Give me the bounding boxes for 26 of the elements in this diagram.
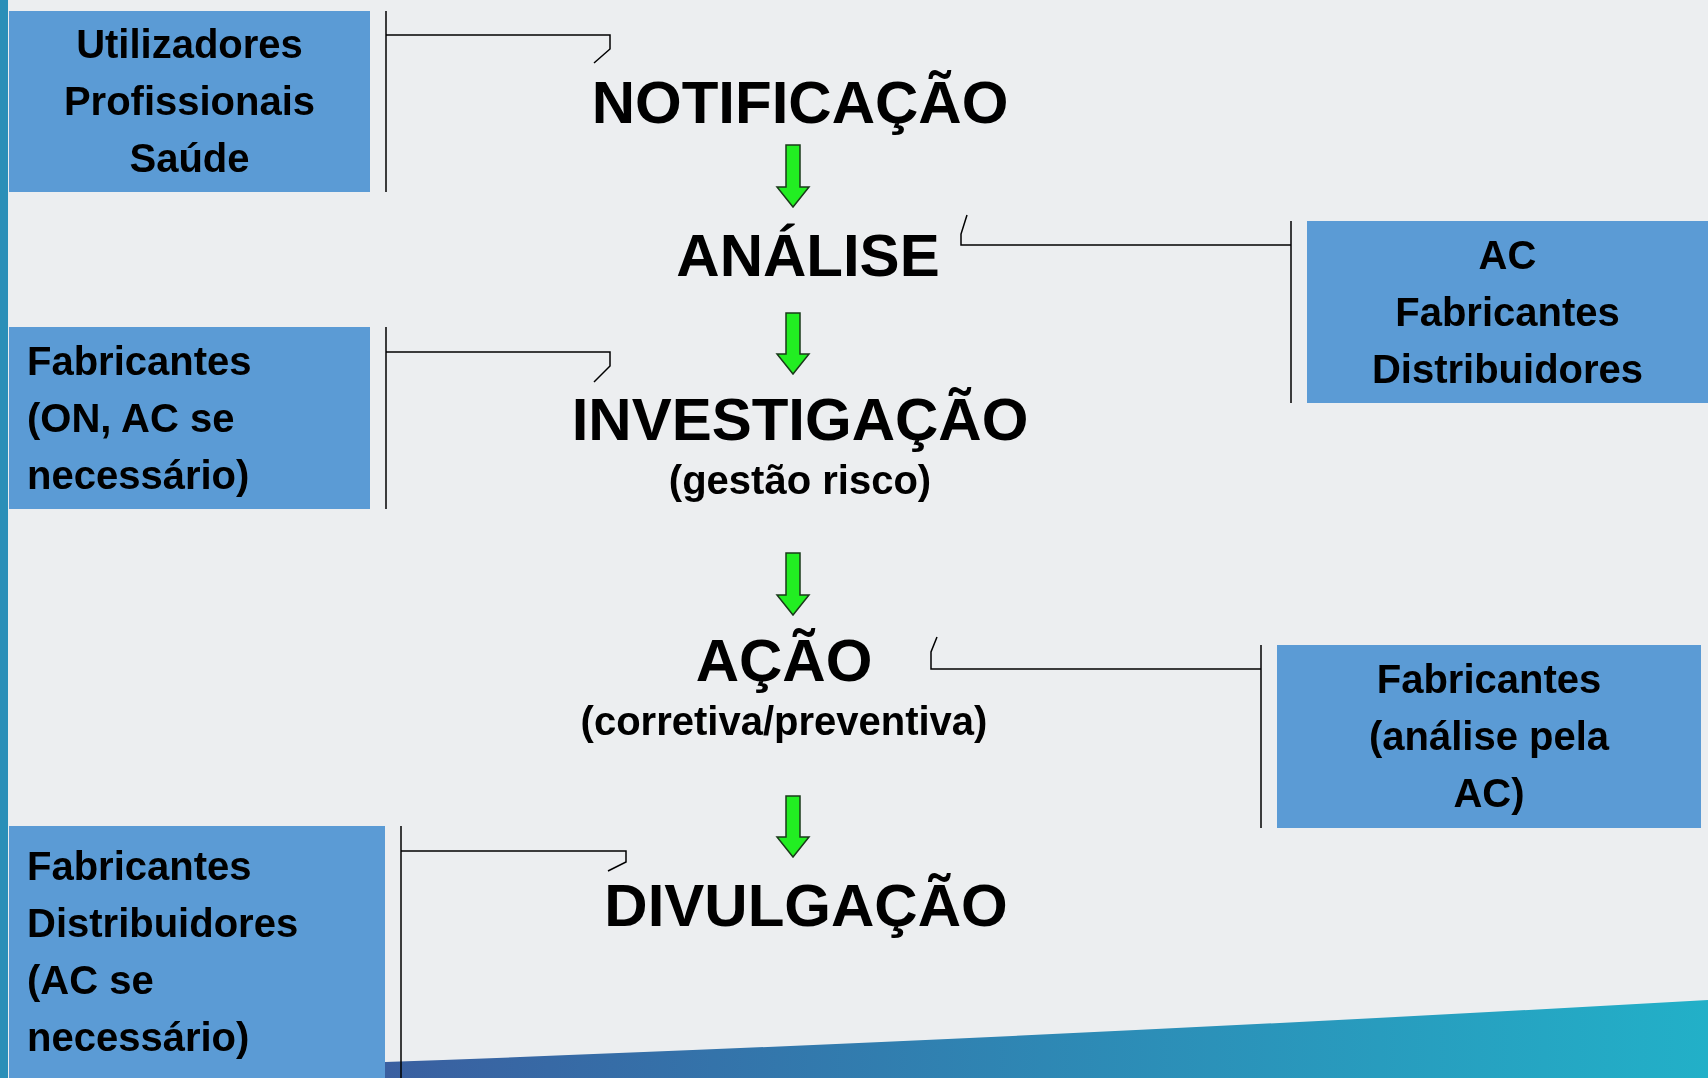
box-text: AC Fabricantes Distribuidores (1370, 231, 1645, 393)
step-title: INVESTIGAÇÃO (571, 385, 1029, 455)
step-title: AÇÃO (695, 626, 873, 696)
label-box (1307, 221, 1708, 403)
bracket-connector (400, 825, 627, 1078)
box-text: Fabricantes Distribuidores (AC se necessário) (27, 843, 300, 1061)
bracket-connector (960, 214, 1292, 404)
arrow (775, 552, 811, 617)
step-subtitle: (corretiva/preventiva) (580, 698, 988, 745)
arrow (775, 795, 811, 859)
box-text: Utilizadores Profissionais Saúde (62, 21, 317, 182)
label-box (9, 11, 370, 192)
label-box (1277, 645, 1701, 828)
step-title: NOTIFICAÇÃO (591, 68, 1009, 138)
step-title: DIVULGAÇÃO (604, 871, 1008, 941)
box-text: Fabricantes (análise pela AC) (1367, 656, 1611, 817)
arrow (775, 312, 811, 376)
box-text: Fabricantes (ON, AC se necessário) (27, 337, 253, 499)
bracket-connector (930, 636, 1262, 829)
step-title: ANÁLISE (676, 221, 940, 291)
arrow (775, 144, 811, 209)
step-subtitle: (gestão risco) (668, 457, 932, 504)
label-box (9, 327, 370, 509)
bracket-connector (385, 10, 611, 193)
bracket-connector (385, 326, 611, 510)
label-box (9, 826, 385, 1078)
